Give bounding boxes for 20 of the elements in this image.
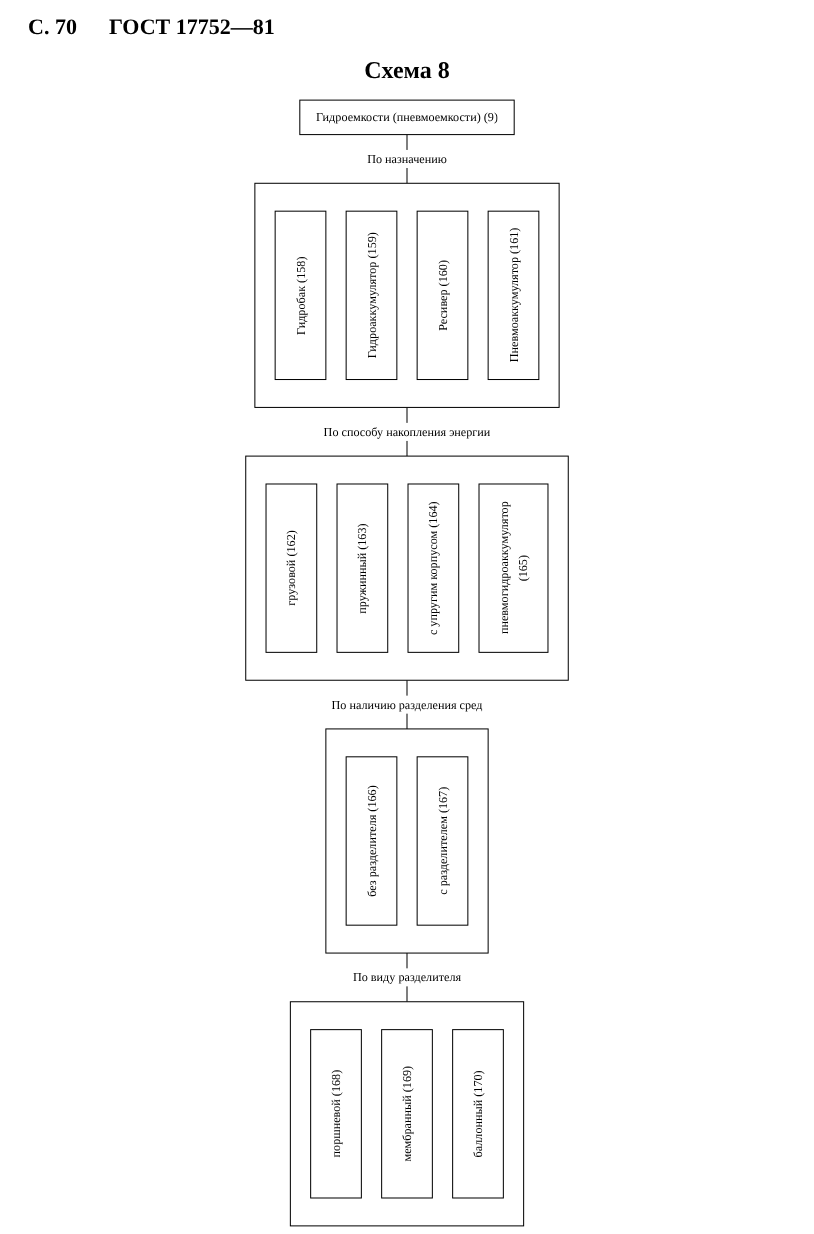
diagram-title: Схема 8	[364, 56, 450, 84]
node-box: Гидробак (158)	[274, 210, 327, 381]
cluster	[245, 455, 569, 681]
node-box: Гидроаккумулятор (159)	[345, 210, 398, 381]
node-box: Ресивер (160)	[416, 210, 469, 381]
node-box: грузовой (162)	[265, 483, 318, 653]
node-box: Пневмоаккумулятор (161)	[487, 210, 540, 381]
node-box: с разделителем (167)	[416, 756, 469, 926]
cluster	[254, 182, 560, 408]
page-number: С. 70	[28, 16, 77, 40]
node-box: баллонный (170)	[452, 1029, 504, 1199]
standard-designation: ГОСТ 17752—81	[108, 16, 275, 40]
cluster	[325, 728, 489, 954]
node-box: пневмогидроаккумулятор (165)	[478, 483, 549, 653]
node-box: с упругим корпусом (164)	[407, 483, 460, 653]
node-box: пружинный (163)	[336, 483, 389, 653]
node-box: поршневой (168)	[310, 1029, 362, 1199]
cluster	[289, 1001, 525, 1227]
node-box: без разделителя (166)	[345, 756, 398, 926]
node-box: мембранный (169)	[381, 1029, 433, 1199]
